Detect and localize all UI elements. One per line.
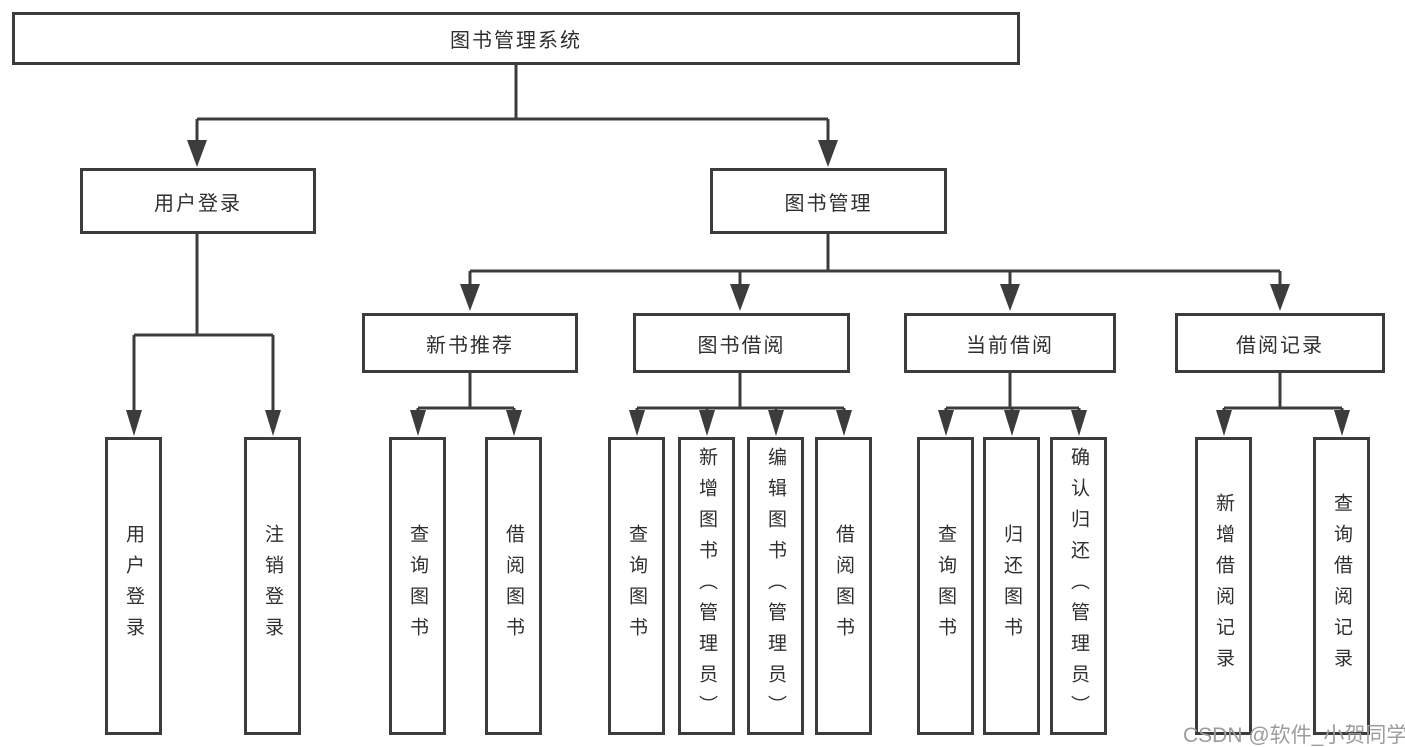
node-label: 图书借阅 xyxy=(697,334,786,357)
leaf-add-borrow-record: 新增借阅记录 xyxy=(1195,437,1252,735)
node-label: 新书推荐 xyxy=(426,334,514,357)
arrowheads xyxy=(126,140,1350,436)
node-current-borrow: 当前借阅 xyxy=(904,313,1116,373)
node-label: 新增图书（管理员） xyxy=(696,446,717,726)
node-label: 查询图书 xyxy=(407,524,428,648)
node-label: 用户登录 xyxy=(154,192,242,215)
leaf-user-login: 用户登录 xyxy=(105,437,162,735)
leaf-add-books-admin: 新增图书（管理员） xyxy=(678,437,735,735)
node-label: 编辑图书（管理员） xyxy=(765,446,786,726)
node-book-borrow: 图书借阅 xyxy=(633,313,850,373)
leaf-logout: 注销登录 xyxy=(244,437,301,735)
node-library-management-system: 图书管理系统 xyxy=(12,12,1020,65)
node-label: 借阅图书 xyxy=(503,524,524,648)
leaf-borrow-books-recommend: 借阅图书 xyxy=(485,437,542,735)
csdn-watermark: CSDN @软件_小贺同学 xyxy=(1183,724,1405,747)
leaf-return-books: 归还图书 xyxy=(983,437,1040,735)
node-book-management-branch: 图书管理 xyxy=(710,168,947,234)
node-label: 当前借阅 xyxy=(966,334,1054,357)
leaf-borrow-books: 借阅图书 xyxy=(815,437,872,735)
leaf-query-books-borrow: 查询图书 xyxy=(608,437,665,735)
leaf-query-books-current: 查询图书 xyxy=(917,437,974,735)
node-label: 注销登录 xyxy=(262,524,283,648)
node-user-login-branch: 用户登录 xyxy=(80,168,316,234)
node-label: 查询图书 xyxy=(935,524,956,648)
leaf-edit-books-admin: 编辑图书（管理员） xyxy=(747,437,804,735)
node-label: 查询借阅记录 xyxy=(1331,493,1352,679)
node-label: 借阅图书 xyxy=(833,524,854,648)
node-label: 查询图书 xyxy=(626,524,647,648)
node-label: 归还图书 xyxy=(1001,524,1022,648)
node-borrow-records: 借阅记录 xyxy=(1175,313,1385,373)
leaf-query-borrow-record: 查询借阅记录 xyxy=(1313,437,1370,735)
leaf-query-books-recommend: 查询图书 xyxy=(389,437,446,735)
node-new-book-recommend: 新书推荐 xyxy=(362,313,578,373)
node-label: 图书管理 xyxy=(784,192,873,215)
node-label: 新增借阅记录 xyxy=(1213,493,1234,679)
node-label: 图书管理系统 xyxy=(450,30,582,52)
leaf-confirm-return-admin: 确认归还（管理员） xyxy=(1050,437,1107,735)
node-label: 确认归还（管理员） xyxy=(1068,446,1089,726)
node-label: 借阅记录 xyxy=(1236,334,1324,357)
node-label: 用户登录 xyxy=(123,524,144,648)
